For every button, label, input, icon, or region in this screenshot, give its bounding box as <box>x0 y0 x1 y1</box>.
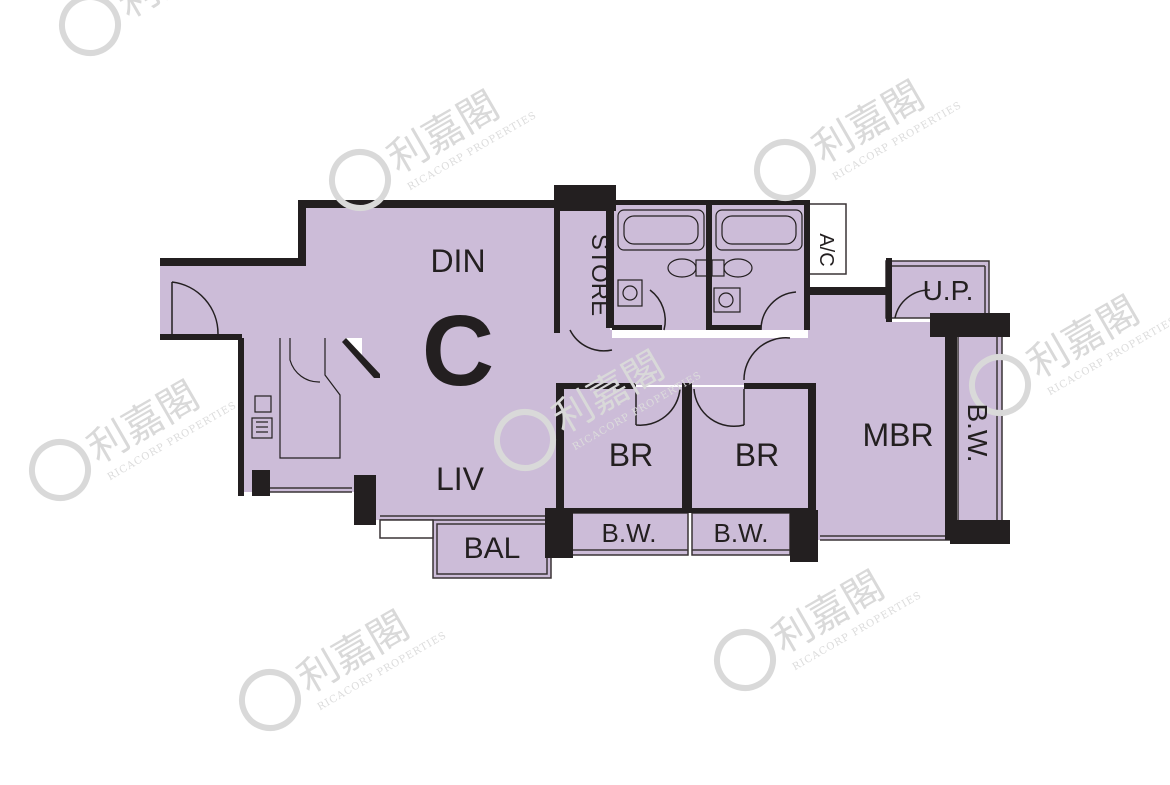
watermark-logo: 利嘉閣 RICACORP PROPERTIES <box>754 73 964 201</box>
living-dining-floor <box>300 203 808 520</box>
bw-bottom-1-floor <box>570 513 688 555</box>
label-store: STORE <box>586 234 613 316</box>
fixtures <box>251 209 803 459</box>
label-br-1: BR <box>609 437 653 473</box>
unit-letter: C <box>422 295 494 407</box>
label-bw-bottom-2: B.W. <box>714 518 769 548</box>
label-up: U.P. <box>923 275 974 306</box>
room-labels: DIN C LIV STORE A/C U.P. MBR BR BR B.W. … <box>422 233 993 565</box>
bw-bottom-2-floor <box>692 513 790 555</box>
watermark-logo: 利嘉閣 RICACORP PROPERTIES <box>239 603 449 731</box>
watermark-logo: 利嘉閣 <box>59 0 237 56</box>
mbr-floor <box>808 295 950 540</box>
watermark-brand-cn: 利嘉閣 <box>110 0 237 28</box>
bathtub-1 <box>617 209 705 251</box>
door-swings <box>171 281 931 428</box>
bathroom-2-floor <box>710 204 806 330</box>
bal-floor <box>433 520 551 578</box>
label-bw-bottom-1: B.W. <box>602 518 657 548</box>
br2-floor <box>690 387 812 509</box>
label-br-2: BR <box>735 437 779 473</box>
label-liv: LIV <box>436 461 485 497</box>
label-mbr: MBR <box>862 417 933 453</box>
br1-floor <box>562 387 686 509</box>
label-bal: BAL <box>464 532 521 565</box>
store-floor <box>558 210 610 330</box>
bathroom-1-floor <box>612 204 708 330</box>
ac-area <box>807 203 847 275</box>
kitchen-floor <box>240 338 378 492</box>
label-ac: A/C <box>815 233 837 266</box>
label-bw-side: B.W. <box>962 403 993 462</box>
label-din: DIN <box>430 243 485 279</box>
walls <box>160 185 1010 562</box>
watermark-logo: 利嘉閣 RICACORP PROPERTIES <box>28 373 239 501</box>
up-floor <box>886 261 989 318</box>
floor-areas <box>160 203 1002 578</box>
bathtub-2 <box>715 209 803 251</box>
watermark-logo: 利嘉閣 RICACORP PROPERTIES <box>714 563 924 691</box>
entrance-floor <box>160 262 320 338</box>
